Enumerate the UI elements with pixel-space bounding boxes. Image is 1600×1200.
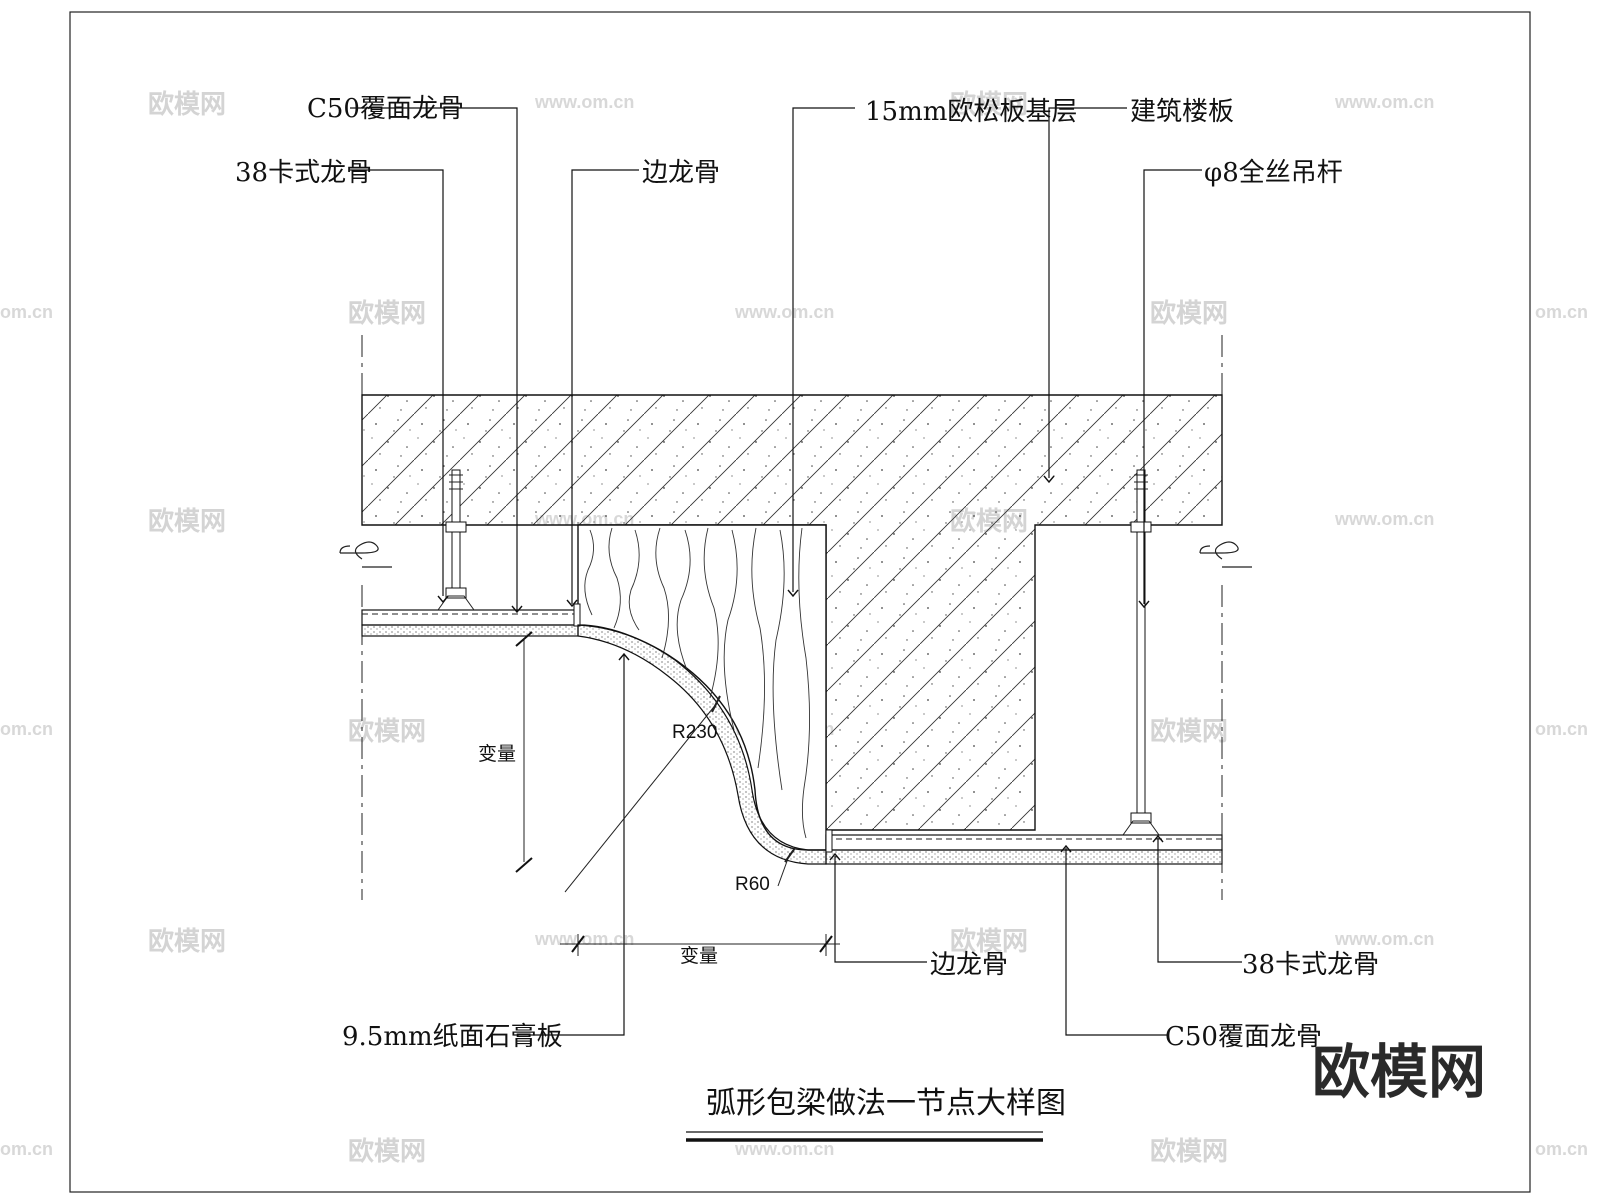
- label-edge-keel-bottom: 边龙骨: [930, 950, 1008, 980]
- watermark-brand: 欧模网: [148, 926, 226, 957]
- c50-channel-left: [361, 609, 579, 626]
- watermark-brand: 欧模网: [348, 1136, 426, 1167]
- watermark-url: www.om.cn: [534, 92, 634, 112]
- watermark-brand: 欧模网: [1150, 716, 1228, 747]
- label-c50-bottom-right: C50覆面龙骨: [1165, 1022, 1322, 1052]
- gypsum-board-left: [361, 624, 579, 637]
- label-edge-keel-top: 边龙骨: [642, 158, 720, 188]
- watermark-brand: 欧模网: [148, 89, 226, 120]
- radius-label-r230: R230: [672, 722, 717, 743]
- break-lines: [361, 335, 1223, 900]
- gypsum-board-right: [825, 849, 1223, 865]
- curved-gypsum-board: [577, 624, 827, 865]
- watermark-brand: 欧模网: [348, 716, 426, 747]
- edge-channel-left: [573, 603, 581, 627]
- leader-lines: [350, 107, 1242, 1036]
- watermark-url: om.cn: [0, 719, 53, 739]
- watermark-brand: 欧模网: [1150, 298, 1228, 329]
- watermark-url: www.om.cn: [734, 1139, 834, 1159]
- c50-channel-right: [825, 834, 1223, 851]
- brand-logo: 欧模网: [1312, 1038, 1486, 1106]
- watermark-brand: 欧模网: [1150, 1136, 1228, 1167]
- drawing-frame: [69, 11, 1531, 1193]
- radius-label-r60: R60: [735, 874, 770, 895]
- watermark-url: www.om.cn: [534, 929, 634, 949]
- label-c50-top-left: C50覆面龙骨: [307, 94, 464, 124]
- drawing-title: 弧形包梁做法一节点大样图: [706, 1086, 1066, 1121]
- watermark-url: www.om.cn: [1334, 509, 1434, 529]
- dimension-horizontal: [560, 934, 840, 956]
- label-osb-layer: 15mm欧松板基层: [865, 97, 1077, 127]
- edge-channel-right: [825, 829, 833, 853]
- hanger-rod-right: [1122, 469, 1160, 836]
- leader-ticks: [437, 475, 1164, 861]
- label-gypsum-board: 9.5mm纸面石膏板: [342, 1022, 563, 1052]
- watermark-url: om.cn: [1535, 1139, 1588, 1159]
- watermark-brand: 欧模网: [348, 298, 426, 329]
- watermark-brand: 欧模网: [950, 926, 1028, 957]
- radius-leaders: [564, 695, 796, 893]
- watermark-url: om.cn: [0, 1139, 53, 1159]
- watermark-url: www.om.cn: [1334, 92, 1434, 112]
- watermark-url: www.om.cn: [734, 302, 834, 322]
- dimension-label-horizontal: 变量: [680, 945, 718, 967]
- watermark-url: www.om.cn: [1334, 929, 1434, 949]
- watermark-brand: 欧模网: [148, 506, 226, 537]
- watermark-layer: 欧模网 www.om.cn 欧模网 www.om.cn om.cn 欧模网 ww…: [0, 89, 1588, 1167]
- dimension-vertical: [515, 631, 533, 873]
- watermark-brand: 欧模网: [950, 89, 1028, 120]
- label-38-keel-top-left: 38卡式龙骨: [235, 158, 372, 188]
- label-38-keel-bottom-right: 38卡式龙骨: [1242, 950, 1379, 980]
- watermark-url: om.cn: [1535, 719, 1588, 739]
- watermark-url: om.cn: [0, 302, 53, 322]
- dimension-label-vertical: 变量: [478, 743, 516, 765]
- label-hanger-rod: φ8全丝吊杆: [1204, 158, 1343, 188]
- label-floor-slab: 建筑楼板: [1130, 97, 1234, 127]
- watermark-url: om.cn: [1535, 302, 1588, 322]
- break-symbols: [339, 541, 1252, 568]
- wood-grain: [584, 527, 810, 839]
